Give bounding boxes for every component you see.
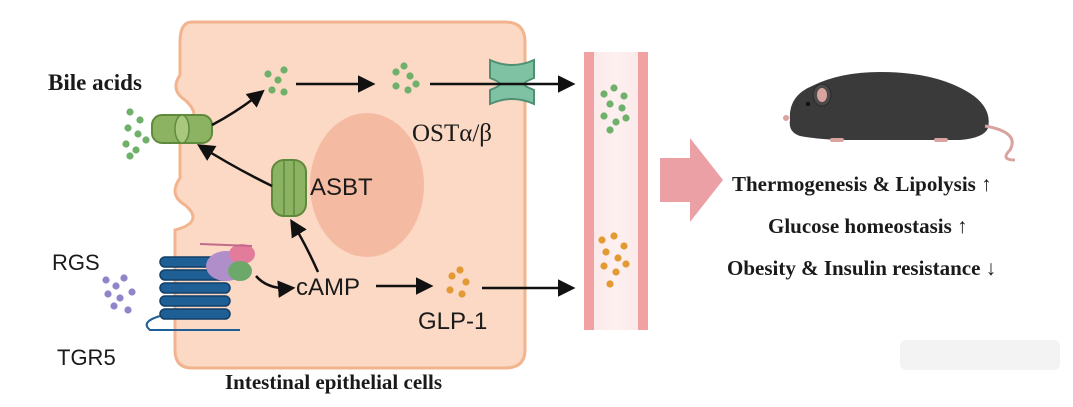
pathway-arrows [197, 75, 576, 298]
bile-acid-dot [126, 108, 134, 116]
rgs-ligand-dot [116, 294, 124, 302]
asbt-label: ASBT [310, 174, 373, 201]
bile-acid-dot [136, 116, 144, 124]
bile-acid-dot [400, 62, 408, 70]
rgs-ligand-dot [124, 306, 132, 314]
arrow-transporter-to-cytosol [211, 89, 265, 127]
glp1-dot [446, 286, 454, 294]
bile-acid-dot [264, 70, 272, 78]
glp1-dot [612, 268, 620, 276]
up-arrow-icon: ↑ [981, 172, 992, 196]
glp1-dot [606, 280, 614, 288]
bile-acid-dot [404, 86, 412, 94]
bile-acid-dot [142, 136, 150, 144]
bile-acid-dot [134, 130, 142, 138]
bile-acid-dot [274, 76, 282, 84]
g-protein-complex [199, 243, 255, 281]
effect-obesity-text: Obesity & Insulin resistance [727, 256, 981, 280]
watermark [900, 340, 1060, 370]
rgs-ligand-dot [102, 276, 110, 284]
effect-thermogenesis-text: Thermogenesis & Lipolysis [732, 172, 976, 196]
glp1-dot [602, 248, 610, 256]
asbt-transporter [271, 159, 307, 217]
bile-acid-dot [280, 66, 288, 74]
glp1-dot [610, 232, 618, 240]
bile-acid-dot [392, 68, 400, 76]
bile-acid-dot [618, 104, 626, 112]
nucleus [310, 113, 424, 257]
bile-acid-transporter [151, 114, 213, 144]
effect-obesity: Obesity & Insulin resistance ↓ [727, 256, 996, 281]
rgs-ligand-dot [110, 302, 118, 310]
glp1-dot [622, 260, 630, 268]
glp1-dot [462, 278, 470, 286]
bile-acid-dot [600, 90, 608, 98]
bile-acid-dot [600, 112, 608, 120]
arrow-complex-to-camp [255, 275, 296, 298]
glp1-label: GLP-1 [418, 308, 488, 335]
rgs-ligand-dot [120, 274, 128, 282]
effect-thermogenesis: Thermogenesis & Lipolysis ↑ [732, 172, 992, 197]
ost-channel [489, 58, 535, 106]
down-arrow-icon: ↓ [985, 256, 997, 280]
glp1-dot [448, 272, 456, 280]
camp-label: cAMP [296, 274, 361, 301]
blood-vessel [584, 52, 648, 330]
up-arrow-icon: ↑ [957, 214, 968, 238]
arrow-asbt-to-transporter [197, 144, 273, 188]
bile-acid-dot [132, 146, 140, 154]
molecule-dots [102, 62, 630, 314]
big-pink-arrow [660, 138, 723, 222]
ost-label: OSTα/β [412, 120, 492, 147]
bile-acid-dot [126, 152, 134, 160]
bile-acid-dot [606, 100, 614, 108]
tgr5-label: TGR5 [57, 345, 116, 370]
bile-acid-dot [122, 140, 130, 148]
effect-glucose: Glucose homeostasis ↑ [768, 214, 968, 239]
bile-acid-dot [622, 114, 630, 122]
bile-acid-dot [610, 84, 618, 92]
bile-acid-dot [620, 92, 628, 100]
bile-acid-dot [392, 82, 400, 90]
glp1-dot [620, 242, 628, 250]
bile-acid-dot [124, 124, 132, 132]
bile-acid-dot [406, 72, 414, 80]
rgs-ligand-dot [112, 282, 120, 290]
glp1-dot [458, 290, 466, 298]
glp1-dot [600, 262, 608, 270]
bile-acid-dot [280, 88, 288, 96]
bile-acid-dot [606, 126, 614, 134]
glp1-dot [456, 266, 464, 274]
mouse-illustration [783, 72, 1016, 162]
cell-caption: Intestinal epithelial cells [225, 370, 442, 394]
arrow-camp-to-asbt [290, 219, 320, 273]
rgs-label: RGS [52, 250, 100, 275]
glp1-dot [614, 254, 622, 262]
bile-acids-label: Bile acids [48, 70, 142, 95]
effect-glucose-text: Glucose homeostasis [768, 214, 952, 238]
rgs-ligand-dot [104, 290, 112, 298]
glp1-dot [598, 236, 606, 244]
bile-acid-dot [412, 80, 420, 88]
bile-acid-dot [612, 118, 620, 126]
bile-acid-dot [268, 86, 276, 94]
rgs-ligand-dot [128, 288, 136, 296]
